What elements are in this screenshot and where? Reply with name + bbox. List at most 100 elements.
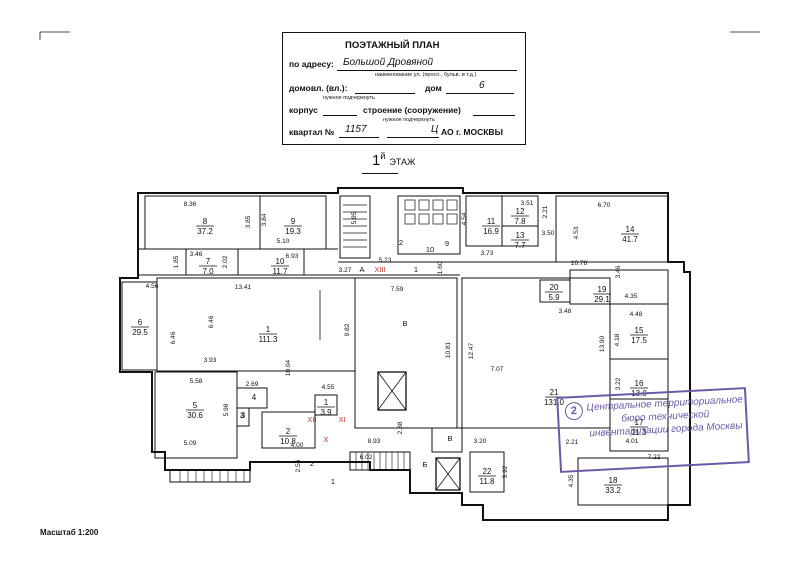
dimension-label: 6.70 [598,202,611,209]
room-18-outline [577,457,669,506]
plan-letter-v: В [402,319,407,328]
dimension-label: 7.59 [391,286,404,293]
room-number: 2 [286,427,291,436]
plan-letter-v2: В [447,434,452,443]
plan-letter-n10: 10 [426,245,434,254]
room-area: 29.1 [594,295,610,304]
dimension-label: 3.92 [502,465,509,478]
dimension-label: 8.36 [184,201,197,208]
stair-top [339,195,371,259]
room-area: 131.0 [544,398,565,407]
floor-title: 1йЭТАЖ [372,151,416,169]
dimension-label: 4.35 [568,474,575,487]
room-number: 1 [324,398,329,407]
dom-value: 6 [479,80,485,91]
dimension-label: 2.02 [222,255,229,268]
dimension-label: 5.23 [379,257,392,264]
plan-letter-n2b: 2 [310,459,314,468]
room-area: 33.2 [605,486,621,495]
room-number: 10 [276,257,285,266]
room-number: 14 [626,225,635,234]
room-area: 17.5 [631,336,647,345]
dimension-label: 10.81 [445,341,452,358]
address-hint: наименование ул. (просп., бульв. и т.д.) [375,72,477,78]
dimension-label: 3.93 [204,357,217,364]
quarter-label: квартал № [289,127,335,137]
address-label: по адресу: [289,59,334,69]
inventory-stamp: 2 Центральное территориальное бюро техни… [556,387,750,473]
elevator [377,371,407,411]
room-1b-outline [314,394,338,416]
dimension-label: 13.90 [599,335,606,352]
dimension-label: 9.82 [344,323,351,336]
dimension-label: 4.18 [614,333,621,346]
room-area: 7.8 [514,217,526,226]
korpus-label: корпус [289,105,318,115]
dimension-label: 3.73 [481,250,494,257]
room-2-outline [261,411,316,449]
outer-wall [119,187,691,521]
room-area: 10.8 [280,437,296,446]
dimension-label: 3.20 [474,438,487,445]
dimension-label: 10.76 [571,260,588,267]
room-number: 4 [252,393,257,402]
dimension-label: 5.95 [351,211,358,224]
dimension-label: 4.55 [322,384,335,391]
room-area: 7.0 [202,267,214,276]
room-area: 13.0 [631,389,647,398]
room-number: 3 [241,411,246,420]
address-value: Большой Дровяной [343,57,434,68]
district-label: АО г. МОСКВЫ [441,127,503,137]
room-number: 19 [598,285,607,294]
plan-letter-n3: 3 [240,411,244,420]
dimension-label: 3.48 [559,308,572,315]
dimension-label: 2.21 [542,205,549,218]
room-number: 9 [291,217,296,226]
dimension-label: 4.56 [146,283,159,290]
dimension-label: 2.56 [295,459,302,472]
title-heading: ПОЭТАЖНЫЙ ПЛАН [345,40,440,51]
room-area: 19.3 [285,227,301,236]
room-number: 16 [635,379,644,388]
room-3-outline [236,407,250,427]
room-22-outline [469,451,505,493]
dimension-label: 5.58 [190,378,203,385]
floor-suffix: й [380,151,386,161]
room-4-outline [236,387,268,409]
house-hint: нужное подчеркнуть [323,95,375,101]
plan-letter-r11: XI [338,415,345,424]
room-area: 16.9 [483,227,499,236]
dimension-label: 3.85 [245,215,252,228]
dimension-label: 2.21 [566,439,579,446]
room-area: 11.8 [480,477,496,486]
building-hint: нужное подчеркнуть [383,117,435,123]
plan-letter-a: А [359,265,364,274]
building-label: строение (сооружение) [363,105,461,115]
plan-letter-r10: X [323,435,328,444]
dimension-label: 3.50 [542,230,555,237]
stamp-number: 2 [564,401,584,421]
plan-letter-n1b: 1 [331,477,335,486]
room-area: 37.2 [197,227,213,236]
dimension-label: 6.46 [208,315,215,328]
house-label: домовл. (вл.): [289,83,348,93]
room-number: 12 [516,207,525,216]
floor-word: ЭТАЖ [389,157,416,167]
dimension-label: 2.69 [246,381,259,388]
toilet-block [397,195,461,255]
stamp-text: Центральное территориальное бюро техниче… [586,394,744,440]
dimension-label: 5.98 [223,403,230,416]
dimension-label: 6.02 [360,454,373,461]
plan-letter-r12: XII [307,415,316,424]
room-b-outline [354,277,458,429]
room-area: 111.3 [259,335,278,344]
dimension-label: 3.46 [190,251,203,258]
dimension-label: 3.22 [615,377,622,390]
elevator-2 [435,457,461,491]
dimension-label: 13.41 [235,284,252,291]
room-number: 13 [516,231,525,240]
room-area: 30.6 [187,411,203,420]
dimension-label: 10.04 [285,359,292,376]
dimension-label: 5.10 [277,238,290,245]
